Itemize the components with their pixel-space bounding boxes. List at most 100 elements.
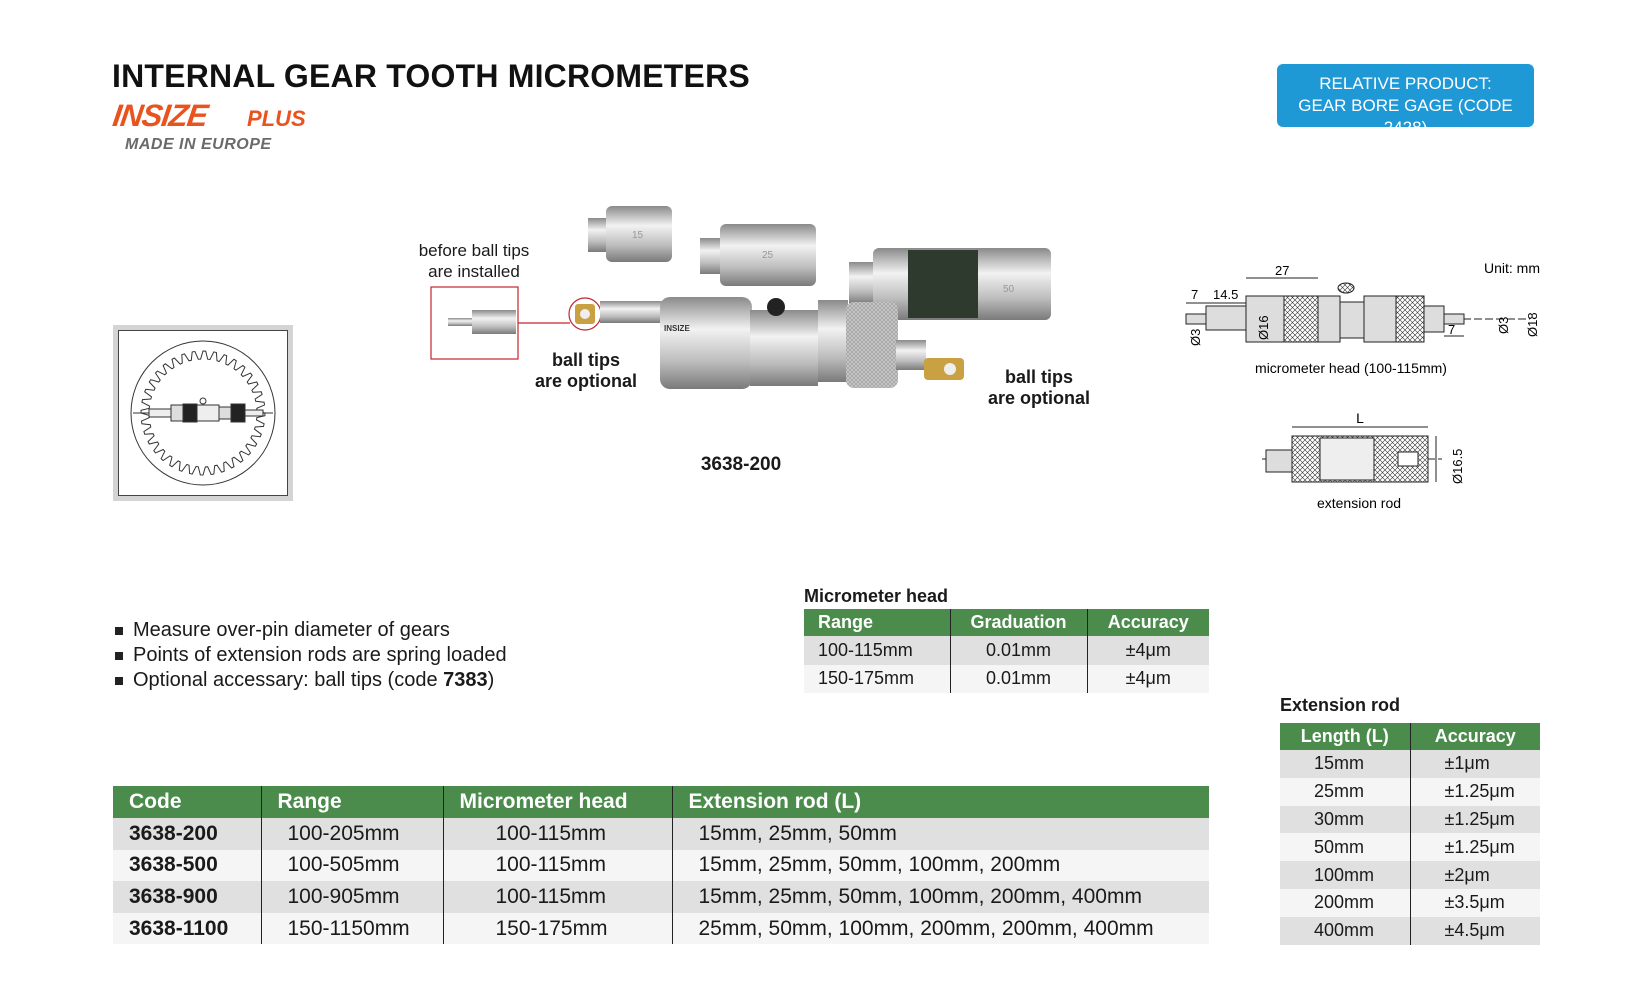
table-row: 200mm±3.5μm bbox=[1280, 888, 1540, 917]
table-cell: 3638-1100 bbox=[113, 912, 261, 945]
table-cell: ±1μm bbox=[1409, 750, 1540, 778]
feature-text: Optional accessary: ball tips (code bbox=[133, 669, 444, 691]
feature-text-tail: ) bbox=[487, 669, 495, 691]
dim-d3-right: Ø3 bbox=[1496, 317, 1511, 334]
table-cell: ±2μm bbox=[1409, 861, 1540, 889]
micrometer-head-photo: INSIZE bbox=[600, 297, 964, 389]
accessory-code: 7383 bbox=[443, 669, 488, 691]
table-cell: 3638-900 bbox=[113, 881, 261, 913]
table-row: 30mm±1.25μm bbox=[1280, 805, 1540, 834]
table-cell: ±4.5μm bbox=[1409, 916, 1540, 945]
table-row: 400mm±4.5μm bbox=[1280, 916, 1540, 945]
dim-d3-left: Ø3 bbox=[1188, 329, 1203, 346]
svg-text:INSIZE: INSIZE bbox=[664, 324, 690, 333]
table-cell: 15mm, 25mm, 50mm, 100mm, 200mm, 400mm bbox=[671, 881, 1209, 913]
gear-application-image bbox=[113, 325, 293, 501]
table-cell: 100-505mm bbox=[260, 849, 443, 882]
table-cell: 3638-200 bbox=[113, 818, 261, 850]
unit-label: Unit: mm bbox=[1484, 260, 1540, 276]
before-label-line1: before ball tips bbox=[418, 241, 530, 260]
table-cell: 150-175mm bbox=[804, 664, 950, 693]
logo-brand: INSIZE bbox=[110, 98, 210, 133]
relative-product-line1: RELATIVE PRODUCT: bbox=[1319, 74, 1492, 93]
extension-rod-table-title: Extension rod bbox=[1280, 695, 1401, 715]
table-cell: 100-115mm bbox=[804, 636, 950, 665]
table-cell: 50mm bbox=[1280, 833, 1410, 862]
before-ball-tips-label: before ball tips are installed bbox=[414, 240, 534, 282]
dim-14-5: 14.5 bbox=[1213, 287, 1238, 302]
column-header: Accuracy bbox=[1409, 723, 1540, 750]
table-cell: 200mm bbox=[1280, 888, 1410, 917]
micrometer-head-caption: micrometer head (100-115mm) bbox=[1255, 360, 1447, 376]
relative-product-button[interactable]: RELATIVE PRODUCT: GEAR BORE GAGE (CODE 2… bbox=[1277, 64, 1534, 137]
page-title: INTERNAL GEAR TOOTH MICROMETERS bbox=[112, 58, 750, 94]
table-cell: 100-905mm bbox=[260, 881, 443, 913]
insize-plus-logo: INSIZE PLUS MADE IN EUROPE bbox=[110, 98, 333, 156]
micrometer-sketch bbox=[133, 397, 273, 423]
column-header: Length (L) bbox=[1280, 723, 1410, 750]
table-cell: 100-115mm bbox=[442, 849, 672, 882]
column-header: Extension rod (L) bbox=[671, 786, 1209, 818]
column-header: Range bbox=[804, 609, 950, 636]
before-ball-tips-inset bbox=[430, 286, 602, 360]
logo-plus: PLUS bbox=[247, 106, 306, 131]
dim-27: 27 bbox=[1275, 263, 1289, 278]
ball-tips-optional-right: ball tips are optional bbox=[969, 367, 1109, 409]
feature-item: Measure over-pin diameter of gears bbox=[113, 618, 507, 643]
table-cell: 100-205mm bbox=[260, 818, 443, 850]
feature-text: Points of extension rods are spring load… bbox=[133, 644, 507, 666]
column-header: Code bbox=[113, 786, 261, 818]
extension-rod-25: 25 bbox=[700, 224, 816, 286]
feature-list: Measure over-pin diameter of gears Point… bbox=[113, 618, 507, 693]
rod-label-25: 25 bbox=[762, 250, 774, 261]
feature-text: Measure over-pin diameter of gears bbox=[133, 619, 450, 641]
table-cell: 0.01mm bbox=[949, 664, 1087, 693]
table-cell: 15mm bbox=[1280, 750, 1410, 778]
ball-tips-line2: are optional bbox=[987, 388, 1090, 408]
table-cell: 25mm, 50mm, 100mm, 200mm, 200mm, 400mm bbox=[671, 912, 1209, 945]
table-cell: 400mm bbox=[1280, 916, 1410, 945]
micrometer-head-table-title: Micrometer head bbox=[804, 586, 949, 606]
ball-tips-line2: are optional bbox=[534, 371, 637, 391]
relative-product-line2: GEAR BORE GAGE (CODE 2428) bbox=[1298, 96, 1513, 137]
technical-drawings: Unit: mm 7 14.5 27 Ø3 Ø16 7 Ø3 Ø18 micro… bbox=[1185, 260, 1540, 511]
logo-tagline: MADE IN EUROPE bbox=[125, 136, 272, 153]
table-cell: ±4μm bbox=[1086, 664, 1209, 693]
column-header: Micrometer head bbox=[442, 786, 672, 818]
internal-gear-icon bbox=[130, 340, 276, 486]
dim-7-right: 7 bbox=[1448, 322, 1455, 337]
table-cell: 15mm, 25mm, 50mm bbox=[671, 818, 1209, 850]
table-cell: ±1.25μm bbox=[1409, 777, 1540, 806]
table-cell: 150-1150mm bbox=[260, 912, 443, 945]
dim-7: 7 bbox=[1191, 287, 1198, 302]
table-cell: 150-175mm bbox=[442, 912, 672, 945]
column-header: Range bbox=[260, 786, 443, 818]
table-cell: ±1.25μm bbox=[1409, 805, 1540, 834]
ball-tips-line1: ball tips bbox=[1004, 367, 1073, 387]
table-cell: 30mm bbox=[1280, 805, 1410, 834]
ball-tips-optional-left: ball tips are optional bbox=[516, 350, 656, 392]
table-cell: 25mm bbox=[1280, 777, 1410, 806]
table-cell: 0.01mm bbox=[949, 636, 1087, 665]
table-cell: 100mm bbox=[1280, 861, 1410, 889]
rod-label-50: 50 bbox=[1003, 284, 1015, 295]
table-row: 100mm±2μm bbox=[1280, 861, 1540, 889]
table-cell: 15mm, 25mm, 50mm, 100mm, 200mm bbox=[671, 849, 1209, 882]
before-label-line2: are installed bbox=[428, 262, 520, 281]
extension-rod-caption: extension rod bbox=[1317, 495, 1401, 511]
dim-d16-5: Ø16.5 bbox=[1450, 449, 1465, 484]
dim-d16: Ø16 bbox=[1256, 315, 1271, 340]
table-cell: ±3.5μm bbox=[1409, 888, 1540, 917]
model-number: 3638-200 bbox=[700, 454, 782, 475]
column-header: Graduation bbox=[949, 609, 1087, 636]
table-row: 25mm±1.25μm bbox=[1280, 777, 1540, 806]
product-table: Code Range Micrometer head Extension rod… bbox=[113, 786, 1209, 945]
table-cell: ±1.25μm bbox=[1409, 833, 1540, 862]
extension-rod-50: 50 bbox=[849, 248, 1051, 320]
feature-item: Points of extension rods are spring load… bbox=[113, 643, 507, 668]
